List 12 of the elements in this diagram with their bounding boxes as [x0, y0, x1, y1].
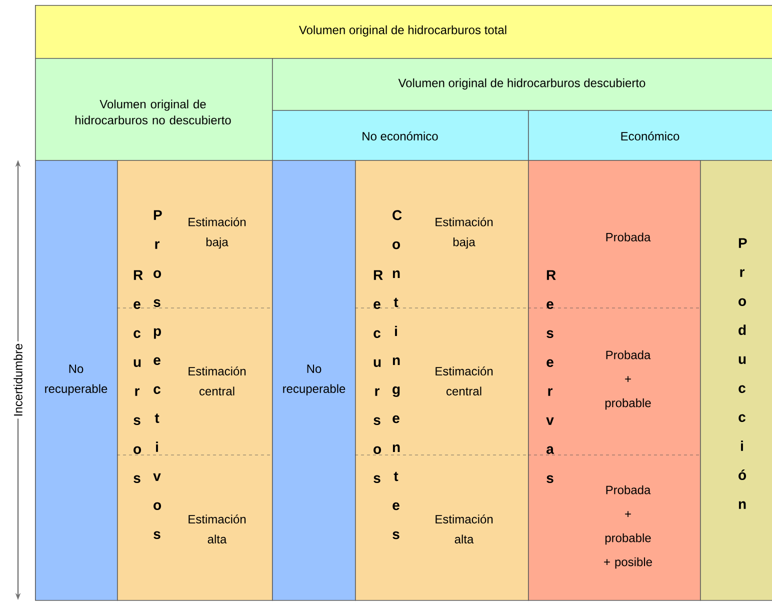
- table-cell: No económico: [272, 110, 529, 161]
- table-cell: No recuperable: [272, 160, 356, 601]
- axis-label: Incertidumbre: [12, 341, 24, 419]
- table-cell: Recursos Prospectivos Estimación baja Estimación central Estimación alta: [116, 160, 273, 601]
- table-cell: Reservas Probada Probada + probable Probada + probable + posible: [528, 160, 701, 601]
- table-cell: Volumen original de hidrocarburos no descubierto: [35, 58, 273, 161]
- table-cell: No recuperable: [35, 160, 118, 601]
- table-cell: Recursos Contingentes Estimación baja Estimación central Estimación alta: [354, 160, 529, 601]
- table-cell: Volumen original de hidrocarburos total: [35, 5, 772, 59]
- table-cell: Volumen original de hidrocarburos descubierto: [272, 58, 772, 111]
- table-cell: Económico: [528, 110, 772, 161]
- table-cell: Producción: [700, 160, 772, 601]
